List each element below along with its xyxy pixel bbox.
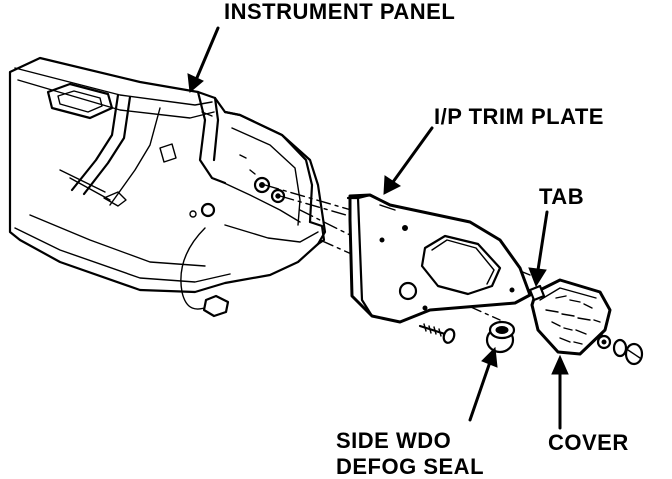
cover-illustration <box>528 278 644 366</box>
label-cover: COVER <box>548 430 629 455</box>
label-ip-trim-plate: I/P TRIM PLATE <box>434 104 604 129</box>
ip-trim-plate-illustration <box>346 193 532 324</box>
instrument-panel-illustration <box>8 56 327 318</box>
label-tab: TAB <box>539 184 585 209</box>
leader-arrows <box>187 26 569 430</box>
label-side-wdo: SIDE WDO <box>336 428 452 453</box>
label-instrument-panel: INSTRUMENT PANEL <box>224 0 456 24</box>
screw-illustration <box>418 323 456 344</box>
label-defog-seal: DEFOG SEAL <box>336 454 485 479</box>
defog-seal-illustration <box>485 320 516 354</box>
